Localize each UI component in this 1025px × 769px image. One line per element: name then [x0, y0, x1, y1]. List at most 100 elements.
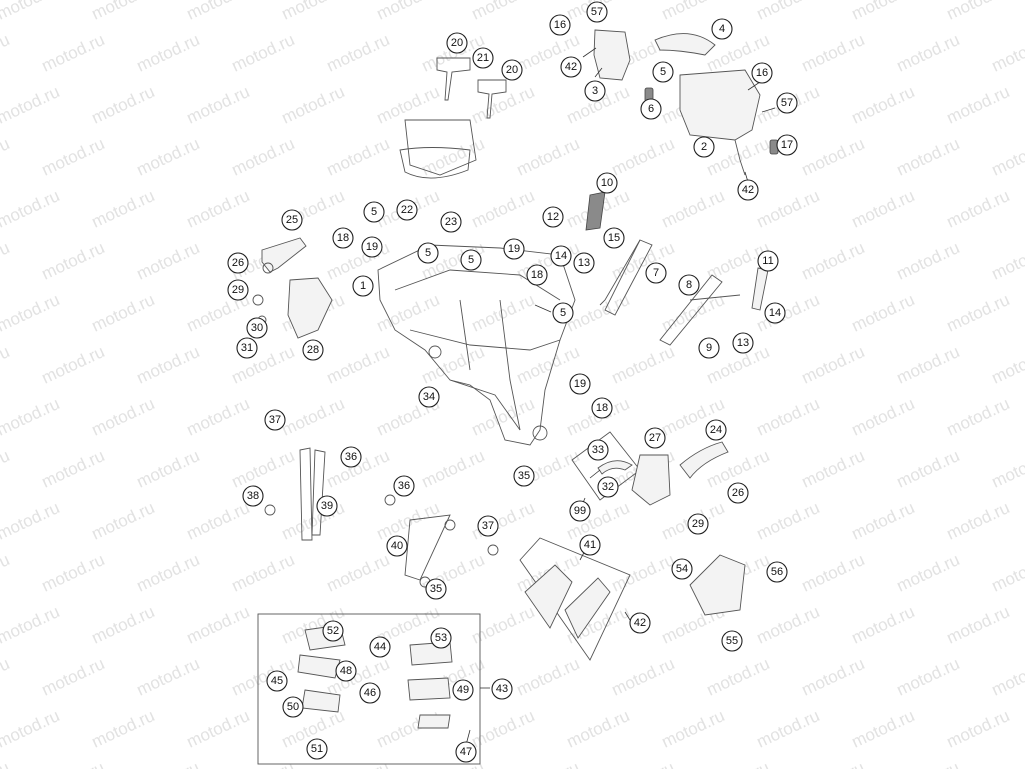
- callout-circle: [591, 397, 613, 419]
- callout-number: 99: [574, 505, 586, 517]
- callout-circle: [584, 80, 606, 102]
- part-callout-43: 43: [491, 678, 513, 700]
- callout-circle: [352, 275, 374, 297]
- callout-number: 6: [648, 103, 654, 115]
- callout-circle: [721, 630, 743, 652]
- callout-circle: [629, 612, 651, 634]
- callout-number: 54: [676, 563, 688, 575]
- part-callout-23: 23: [440, 211, 462, 233]
- callout-number: 34: [423, 391, 435, 403]
- part-callout-34: 34: [418, 386, 440, 408]
- callout-number: 57: [781, 97, 793, 109]
- callout-number: 44: [374, 641, 386, 653]
- part-callout-29: 29: [227, 279, 249, 301]
- part-callout-33: 33: [587, 439, 609, 461]
- part-callout-36: 36: [393, 475, 415, 497]
- part-callout-55: 55: [721, 630, 743, 652]
- callout-number: 38: [247, 490, 259, 502]
- callout-number: 50: [287, 701, 299, 713]
- callout-number: 36: [398, 480, 410, 492]
- callout-circle: [306, 738, 328, 760]
- part-callout-5: 5: [363, 201, 385, 223]
- callout-number: 42: [634, 617, 646, 629]
- part-callout-45: 45: [266, 670, 288, 692]
- callout-circle: [526, 264, 548, 286]
- callout-number: 29: [692, 518, 704, 530]
- callout-circle: [359, 682, 381, 704]
- callout-circle: [386, 535, 408, 557]
- part-callout-39: 39: [316, 495, 338, 517]
- callout-number: 12: [547, 211, 559, 223]
- callout-circle: [542, 206, 564, 228]
- part-callout-19: 19: [503, 238, 525, 260]
- part-callout-18: 18: [591, 397, 613, 419]
- part-callout-42: 42: [737, 179, 759, 201]
- part-callout-37: 37: [264, 409, 286, 431]
- callout-circle: [446, 32, 468, 54]
- callout-number: 1: [360, 280, 366, 292]
- front-bracket-group: [593, 29, 779, 176]
- callout-number: 52: [327, 625, 339, 637]
- part-callout-50: 50: [282, 696, 304, 718]
- callout-number: 24: [710, 424, 722, 436]
- callout-number: 48: [340, 665, 352, 677]
- callout-circle: [369, 636, 391, 658]
- part-callout-56: 56: [766, 561, 788, 583]
- callout-number: 21: [477, 52, 489, 64]
- callout-circle: [282, 696, 304, 718]
- part-callout-9: 9: [698, 337, 720, 359]
- part-callout-7: 7: [645, 262, 667, 284]
- callout-circle: [573, 252, 595, 274]
- callout-circle: [550, 245, 572, 267]
- callout-circle: [396, 199, 418, 221]
- callout-circle: [246, 317, 268, 339]
- callout-circle: [732, 332, 754, 354]
- part-callout-42: 42: [629, 612, 651, 634]
- callout-number: 10: [601, 177, 613, 189]
- callout-number: 35: [518, 470, 530, 482]
- callout-number: 35: [430, 583, 442, 595]
- callout-circle: [430, 627, 452, 649]
- callout-number: 5: [660, 66, 666, 78]
- callout-circle: [418, 386, 440, 408]
- part-callout-22: 22: [396, 199, 418, 221]
- part-callout-47: 47: [455, 741, 477, 763]
- callout-circle: [560, 56, 582, 78]
- part-callout-5: 5: [417, 242, 439, 264]
- part-callout-42: 42: [560, 56, 582, 78]
- callout-circle: [678, 274, 700, 296]
- part-callout-20: 20: [446, 32, 468, 54]
- callout-number: 56: [771, 566, 783, 578]
- callout-number: 49: [457, 684, 469, 696]
- part-callout-8: 8: [678, 274, 700, 296]
- part-callout-19: 19: [569, 373, 591, 395]
- callout-circle: [361, 236, 383, 258]
- callout-circle: [757, 250, 779, 272]
- watermark-text: motod.ru: [0, 758, 12, 769]
- part-callout-5: 5: [552, 302, 574, 324]
- callout-circle: [417, 242, 439, 264]
- part-callout-57: 57: [776, 92, 798, 114]
- callout-circle: [776, 92, 798, 114]
- callout-circle: [693, 136, 715, 158]
- callout-number: 41: [584, 539, 596, 551]
- part-callout-16: 16: [549, 14, 571, 36]
- callout-circle: [687, 513, 709, 535]
- callout-circle: [316, 495, 338, 517]
- main-frame: [377, 244, 576, 446]
- callout-circle: [603, 227, 625, 249]
- callout-circle: [579, 534, 601, 556]
- callout-number: 9: [706, 342, 712, 354]
- callout-circle: [597, 476, 619, 498]
- callout-circle: [460, 249, 482, 271]
- part-callout-24: 24: [705, 419, 727, 441]
- callout-number: 11: [762, 255, 773, 267]
- callout-number: 16: [554, 19, 566, 31]
- part-callout-19: 19: [361, 236, 383, 258]
- part-callout-35: 35: [425, 578, 447, 600]
- callout-number: 33: [592, 444, 604, 456]
- part-callout-11: 11: [757, 250, 779, 272]
- part-callout-36: 36: [340, 446, 362, 468]
- callout-circle: [644, 427, 666, 449]
